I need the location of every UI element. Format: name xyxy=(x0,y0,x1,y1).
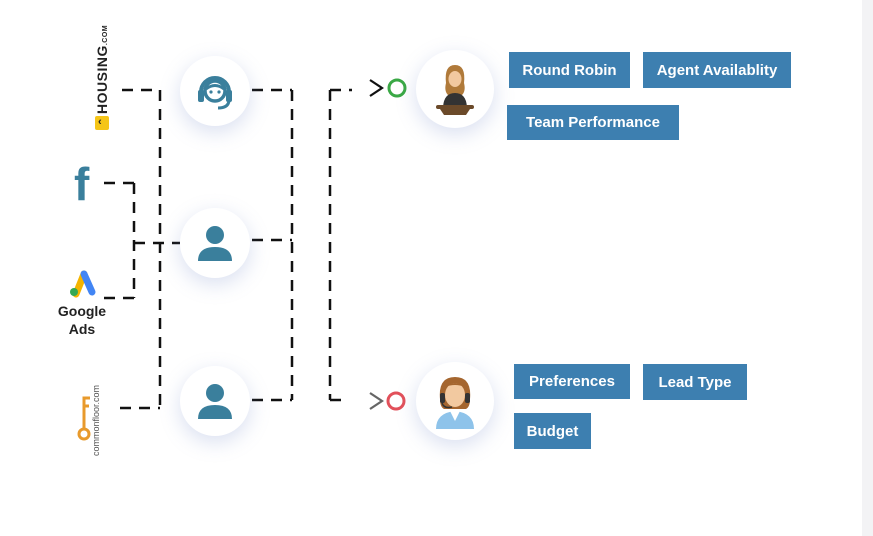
tag-round-robin: Round Robin xyxy=(509,52,630,88)
tag-lead-type: Lead Type xyxy=(643,364,747,400)
receptionist-icon xyxy=(436,65,474,115)
node-user-middle xyxy=(180,208,250,278)
key-icon xyxy=(77,396,91,441)
tag-agent-availability: Agent Availablity xyxy=(643,52,791,88)
side-strip xyxy=(862,0,873,536)
node-headset-agent xyxy=(180,56,250,126)
user-icon xyxy=(198,226,232,261)
facebook-icon: f xyxy=(74,158,90,210)
tag-budget: Budget xyxy=(514,413,591,449)
google-ads-label: Google Ads xyxy=(57,303,107,337)
source-housing: ‹ HOUSING.COM xyxy=(82,24,122,134)
housing-logo-mark: ‹ xyxy=(95,116,109,130)
red-ring-icon xyxy=(386,391,406,411)
headset-agent-icon xyxy=(198,76,232,110)
node-support-agent xyxy=(416,362,494,440)
commonfloor-wordmark: commonfloor.com xyxy=(91,384,101,456)
tag-preferences: Preferences xyxy=(514,364,630,399)
tag-team-performance: Team Performance xyxy=(507,105,679,140)
node-receptionist xyxy=(416,50,494,128)
source-commonfloor: commonfloor.com xyxy=(74,384,114,460)
housing-wordmark: HOUSING.COM xyxy=(94,24,110,114)
google-ads-icon xyxy=(66,268,98,298)
green-ring-icon xyxy=(387,78,407,98)
node-user-bottom xyxy=(180,366,250,436)
support-agent-icon xyxy=(436,377,474,429)
arrow-top-icon xyxy=(369,79,384,97)
arrow-bottom-icon xyxy=(369,392,384,410)
user-icon xyxy=(198,384,232,419)
